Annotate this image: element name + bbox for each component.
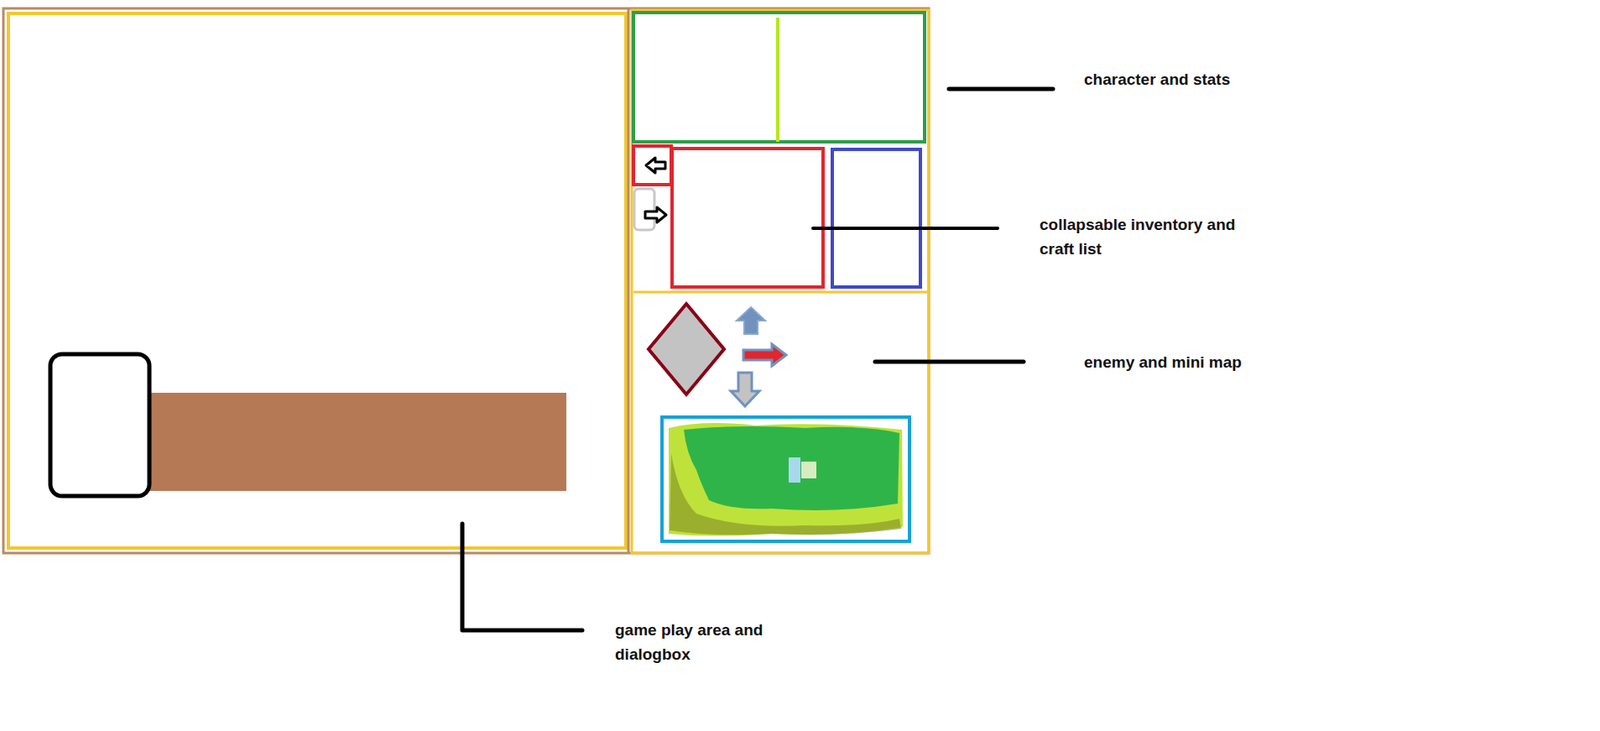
right-arrow xyxy=(743,343,787,366)
minimap-path xyxy=(669,453,902,535)
craft-list-box xyxy=(832,149,921,287)
enemy-diamond xyxy=(648,303,725,395)
collapse-button xyxy=(633,145,672,185)
callout-label: game play area and dialogbox xyxy=(614,617,796,667)
callout-label: collapsable inventory and craft list xyxy=(1039,212,1271,261)
callout-label: enemy and mini map xyxy=(1084,349,1303,375)
down-arrow xyxy=(730,372,760,407)
character-box xyxy=(633,12,925,142)
up-arrow xyxy=(736,307,766,334)
panel-divider xyxy=(627,8,631,553)
right-arrow-icon xyxy=(645,207,667,223)
gameplay-area xyxy=(8,13,626,548)
leader-line xyxy=(462,523,583,631)
minimap-land xyxy=(668,422,903,536)
dialog-bar xyxy=(149,392,567,491)
left-arrow-icon xyxy=(646,157,666,173)
leader-line xyxy=(948,87,1053,92)
minimap-clearing xyxy=(801,461,817,479)
stats-divider xyxy=(776,17,780,142)
expand-button xyxy=(634,188,655,230)
outer-frame xyxy=(3,8,929,553)
minimap-forest xyxy=(683,426,900,511)
minimap-frame xyxy=(661,416,910,542)
minimap-water xyxy=(788,457,801,483)
inventory-box xyxy=(672,148,824,287)
leader-line xyxy=(875,359,1024,365)
side-panel xyxy=(631,10,929,553)
portrait-box xyxy=(50,354,150,496)
leader-line xyxy=(813,226,998,230)
section-divider xyxy=(633,291,929,294)
callout-label: character and stats xyxy=(1084,67,1303,92)
